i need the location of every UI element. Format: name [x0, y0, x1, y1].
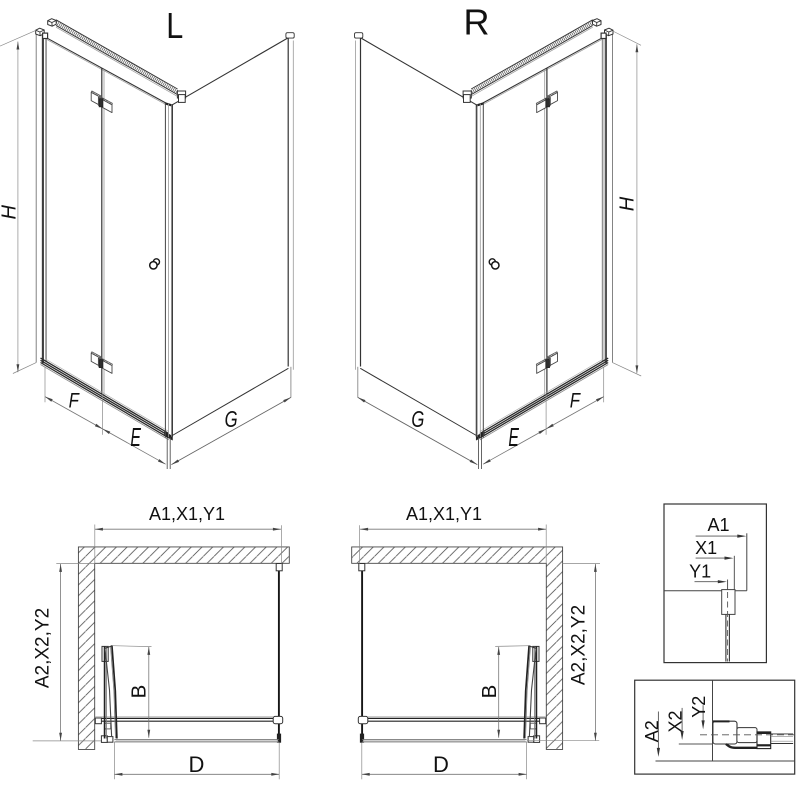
svg-text:F: F — [570, 390, 581, 413]
svg-text:G: G — [225, 407, 238, 432]
svg-text:Y1: Y1 — [689, 561, 711, 581]
svg-text:A2,X2,Y2: A2,X2,Y2 — [33, 608, 54, 688]
svg-text:G: G — [411, 407, 424, 432]
svg-text:H: H — [617, 196, 639, 211]
svg-text:D: D — [433, 752, 449, 777]
svg-text:A2,X2,Y2: A2,X2,Y2 — [569, 605, 590, 685]
svg-text:A1: A1 — [707, 515, 729, 535]
svg-text:A2: A2 — [642, 720, 662, 742]
svg-text:X1: X1 — [695, 538, 717, 558]
svg-text:E: E — [130, 424, 141, 452]
svg-text:Y2: Y2 — [689, 696, 709, 718]
svg-text:H: H — [0, 205, 20, 220]
svg-text:A1,X1,Y1: A1,X1,Y1 — [406, 504, 482, 524]
svg-text:X2: X2 — [665, 710, 685, 732]
svg-text:B: B — [127, 685, 150, 699]
svg-text:L: L — [166, 7, 183, 47]
svg-text:D: D — [189, 752, 205, 777]
svg-text:A1,X1,Y1: A1,X1,Y1 — [149, 504, 225, 524]
svg-text:B: B — [478, 685, 501, 699]
svg-text:E: E — [508, 424, 519, 452]
svg-text:R: R — [464, 2, 490, 43]
svg-text:F: F — [69, 390, 80, 413]
